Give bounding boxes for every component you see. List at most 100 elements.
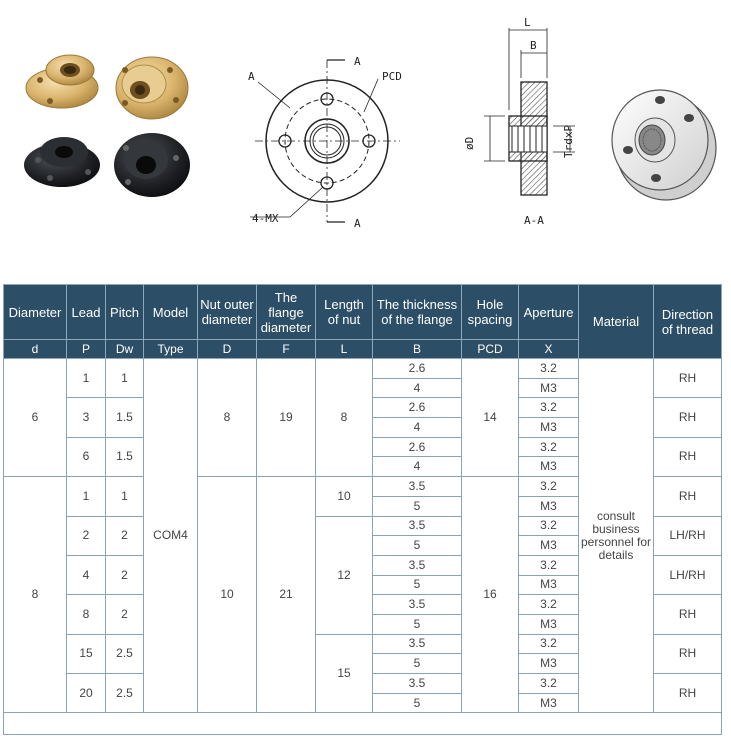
header-pitch: Pitch [105, 284, 144, 340]
label-4-mx: 4-MX [252, 212, 279, 225]
symbol-b: B [372, 339, 462, 359]
cell-aperture: M3 [518, 417, 579, 438]
symbol-p: P [66, 339, 106, 359]
cell-pitch: 2 [105, 554, 144, 596]
cell-thickness: 4 [372, 377, 462, 399]
symbol-x: X [518, 339, 579, 359]
cell-thickness: 3.5 [372, 673, 462, 694]
cell-aperture: M3 [518, 535, 579, 556]
cell-thickness: 2.6 [372, 397, 462, 419]
symbol-d: d [3, 339, 67, 359]
cell-aperture: M3 [518, 613, 579, 635]
header-flange-thickness: The thickness of the flange [372, 284, 462, 340]
spec-table: Diameter Lead Pitch Model Nut outer diam… [3, 284, 722, 736]
side-section-drawing [484, 28, 575, 196]
label-a-left: A [248, 70, 255, 83]
symbol-outer-d: D [197, 339, 257, 359]
cell-direction: RH [653, 633, 722, 675]
symbol-f: F [256, 339, 316, 359]
brass-nut-photo-1 [25, 54, 99, 109]
cell-model: COM4 [143, 357, 198, 714]
header-row: Diameter Lead Pitch Model Nut outer diam… [3, 284, 722, 359]
cell-pitch: 2.5 [105, 633, 144, 675]
cell-direction: RH [653, 672, 722, 714]
section-marker-top: A [354, 55, 361, 68]
cell-thickness: 4 [372, 456, 462, 478]
cell-lead: 8 [66, 594, 106, 635]
cell-lead: 4 [66, 554, 106, 596]
cell-aperture: 3.2 [518, 358, 579, 379]
cell-thickness: 2.6 [372, 436, 462, 458]
cell-aperture: 3.2 [518, 594, 579, 615]
cell-aperture: 3.2 [518, 515, 579, 537]
cell-pitch: 1 [105, 357, 144, 399]
table-row: 4 M3 [4, 417, 722, 438]
cell-pitch: 1.5 [105, 436, 144, 478]
black-nut-photo-2 [114, 133, 190, 197]
header-aperture: Aperture [518, 284, 579, 340]
cell-direction: LH/RH [653, 515, 722, 556]
cell-aperture: 3.2 [518, 673, 579, 694]
table-footer-row [3, 712, 722, 736]
header-diameter: Diameter [3, 284, 67, 340]
symbol-row: d P Dw Type D F L B PCD X [3, 339, 722, 359]
cell-aperture: M3 [518, 377, 579, 399]
cell-aperture: M3 [518, 495, 579, 517]
cell-direction: RH [653, 594, 722, 635]
header-length-of-nut: Length of nut [315, 284, 373, 340]
cell-diameter: 8 [3, 476, 67, 714]
table-row: 5 M3 [4, 613, 722, 635]
cell-aperture: M3 [518, 692, 579, 714]
cell-material: consult business personnel for details [578, 357, 654, 714]
cell-flange-diameter: 19 [256, 357, 316, 478]
cell-aperture: 3.2 [518, 397, 579, 419]
symbol-dw: Dw [105, 339, 144, 359]
cell-aperture: 3.2 [518, 476, 579, 497]
cell-hole-spacing: 16 [461, 476, 519, 714]
cell-lead: 2 [66, 515, 106, 556]
cell-aperture: M3 [518, 574, 579, 596]
nut-3d-render [611, 89, 717, 201]
cell-thickness: 4 [372, 417, 462, 438]
cell-thickness: 5 [372, 613, 462, 635]
cell-thickness: 3.5 [372, 515, 462, 537]
front-view-drawing [250, 59, 400, 223]
cell-aperture: M3 [518, 653, 579, 674]
cell-diameter: 6 [3, 357, 67, 478]
header-material: Material [578, 284, 654, 359]
table-row: 5 M3 [4, 574, 722, 596]
symbol-pcd: PCD [461, 339, 519, 359]
cell-lead: 15 [66, 633, 106, 675]
label-l: L [524, 16, 531, 29]
cell-outer-diameter: 10 [197, 476, 257, 714]
cell-direction: RH [653, 436, 722, 478]
cell-direction: RH [653, 397, 722, 438]
cell-thickness: 5 [372, 574, 462, 596]
cell-length: 15 [315, 633, 373, 714]
drawings-svg: A A A PCD 4-MX L B [24, 16, 717, 230]
header-hole-spacing: Hole spacing [461, 284, 519, 340]
cell-flange-diameter: 21 [256, 476, 316, 714]
cell-outer-diameter: 8 [197, 357, 257, 478]
cell-thickness: 3.5 [372, 633, 462, 655]
cell-hole-spacing: 14 [461, 357, 519, 478]
cell-pitch: 1.5 [105, 397, 144, 438]
cell-aperture: 3.2 [518, 633, 579, 655]
cell-lead: 1 [66, 357, 106, 399]
cell-direction: RH [653, 357, 722, 399]
cell-thickness: 3.5 [372, 554, 462, 576]
header-model: Model [143, 284, 198, 340]
label-pcd: PCD [382, 70, 402, 83]
header-lead: Lead [66, 284, 106, 340]
header-nut-outer-diameter: Nut outer diameter [197, 284, 257, 340]
cell-thickness: 5 [372, 495, 462, 517]
cell-direction: RH [653, 476, 722, 517]
